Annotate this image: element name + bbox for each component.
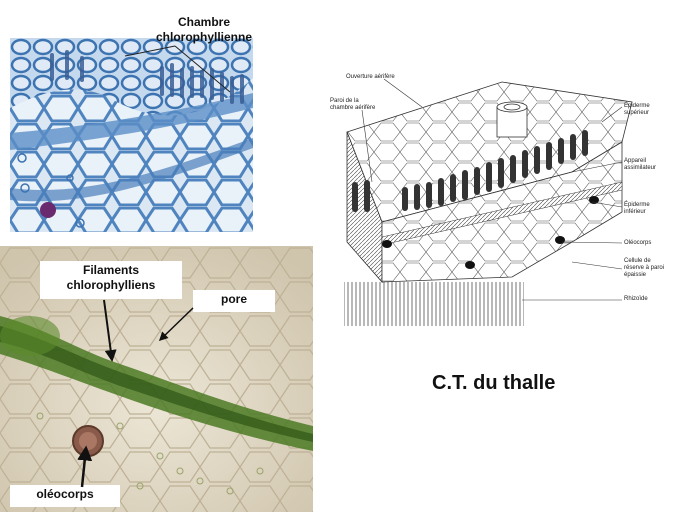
diagram-label-oleocorps: Oléocorps <box>624 240 652 246</box>
diagram-caption: C.T. du thalle <box>432 372 556 394</box>
diagram-label-cellule-reserve: Cellule de réserve à paroi épaissie <box>624 258 665 278</box>
diagram-pore-chimney <box>496 101 528 138</box>
top-micrograph <box>10 38 253 232</box>
diagram-label-epiderme-inf: Épiderme inférieur <box>624 202 650 215</box>
label-filaments-chlorophylliens: Filaments chlorophylliens <box>40 261 182 299</box>
arrow-filaments <box>103 299 117 362</box>
thallus-diagram <box>344 78 633 326</box>
arrow-pore <box>158 307 194 342</box>
diagram-label-epiderme-sup: Épiderme supérieur <box>624 103 650 116</box>
diagram-label-rhizoide: Rhizoïde <box>624 296 648 302</box>
diagram-assimilator-filaments <box>352 130 588 212</box>
pointer-chambre-line-2 <box>124 45 176 57</box>
top-micrograph-image <box>10 38 253 232</box>
pointer-chambre-line-1 <box>174 45 231 93</box>
label-oleocorps: oléocorps <box>10 485 120 507</box>
diagram-label-paroi: Paroi de la chambre aérifère <box>330 98 376 111</box>
diagram-rhizoids <box>344 282 524 326</box>
label-chambre-chlorophyllienne: Chambre chlorophyllienne <box>155 15 252 44</box>
diagram-leader-lines <box>361 78 623 301</box>
arrow-oleocorps <box>77 445 93 488</box>
diagram-label-appareil: Appareil assimilateur <box>624 158 657 171</box>
diagram-label-ouverture: Ouverture aérifère <box>346 74 395 80</box>
diagram-lower-epidermis <box>381 181 623 246</box>
label-pore: pore <box>193 290 275 312</box>
